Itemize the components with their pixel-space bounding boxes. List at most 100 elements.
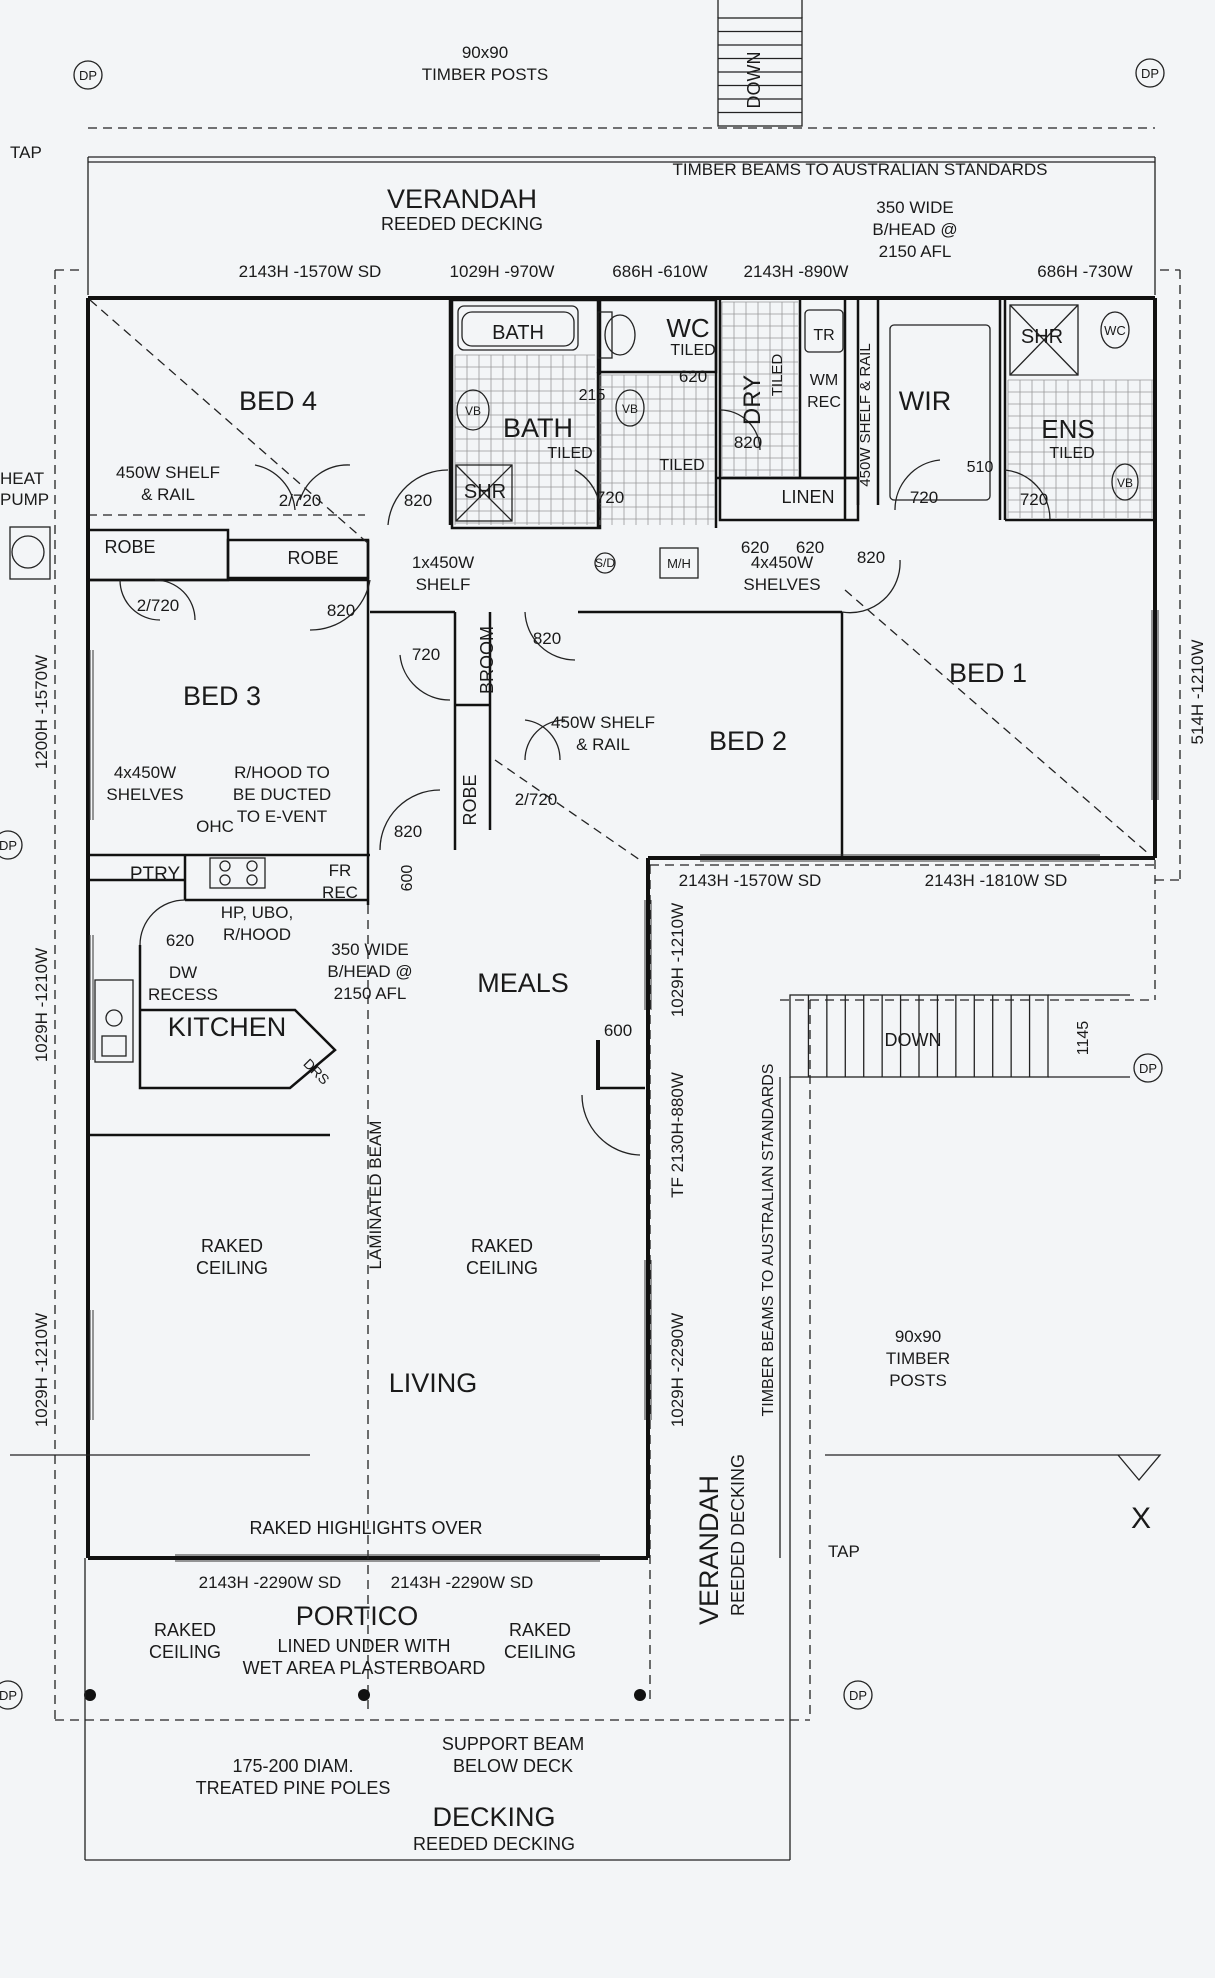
label-portico: PORTICO bbox=[296, 1601, 419, 1631]
note-support-2: BELOW DECK bbox=[453, 1756, 573, 1776]
door-swings bbox=[119, 409, 1051, 1156]
note-tiled-dry: TILED bbox=[769, 354, 786, 397]
dp-label: DP bbox=[79, 68, 97, 83]
dimensions: 2143H -1570W SD 1029H -970W 686H -610W 2… bbox=[32, 262, 1207, 1592]
dim-720: 720 bbox=[596, 488, 624, 507]
dim-w-bed3-side: 1200H -1570W bbox=[32, 655, 51, 769]
label-robe2: ROBE bbox=[287, 548, 338, 568]
label-bed3: BED 3 bbox=[183, 681, 261, 711]
bath-tub bbox=[457, 305, 579, 351]
note-bulkhead-top-2: B/HEAD @ bbox=[872, 220, 957, 239]
note-bulkhead-top-3: 2150 AFL bbox=[879, 242, 952, 261]
note-raked-4b: CEILING bbox=[504, 1642, 576, 1662]
dim-620: 620 bbox=[741, 538, 769, 557]
dp-marker bbox=[0, 830, 23, 860]
note-laminated-beam: LAMINATED BEAM bbox=[366, 1121, 385, 1270]
wir-shelf bbox=[889, 324, 991, 501]
external-walls bbox=[86, 296, 1157, 1560]
note-shelf-rail-bed4-2: & RAIL bbox=[141, 485, 195, 504]
note-raked-3b: CEILING bbox=[149, 1642, 221, 1662]
note-timber-beams-top: TIMBER BEAMS TO AUSTRALIAN STANDARDS bbox=[672, 160, 1047, 179]
note-wc-fixture: WC bbox=[1104, 323, 1126, 338]
note-rhood-3: TO E-VENT bbox=[237, 807, 327, 826]
toilet bbox=[604, 314, 636, 356]
note-timber-posts-top-2: TIMBER POSTS bbox=[422, 65, 549, 84]
note-down-top: DOWN bbox=[744, 52, 764, 109]
dim-510: 510 bbox=[967, 459, 994, 476]
note-wm-1: WM bbox=[810, 372, 838, 389]
label-broom: BROOM bbox=[477, 626, 497, 694]
fixtures bbox=[9, 304, 1162, 1861]
dim-720: 720 bbox=[910, 488, 938, 507]
note-mh: M/H bbox=[667, 556, 691, 571]
note-raked-1a: RAKED bbox=[201, 1236, 263, 1256]
notes: 90x90 TIMBER POSTS TIMBER BEAMS TO AUSTR… bbox=[0, 43, 1159, 1798]
dim-600: 600 bbox=[604, 1021, 632, 1040]
top-verandah bbox=[87, 0, 1156, 295]
dp-label: DP bbox=[1139, 1061, 1157, 1076]
note-posts-side-3: POSTS bbox=[889, 1371, 947, 1390]
dim-w-ens: 686H -730W bbox=[1037, 262, 1132, 281]
note-support-1: SUPPORT BEAM bbox=[442, 1734, 584, 1754]
label-bath: BATH bbox=[503, 413, 573, 443]
dim-w-living-side: 1029H -1210W bbox=[32, 1313, 51, 1427]
note-tiled-bath: TILED bbox=[547, 445, 592, 462]
dim-w-meals-door: TF 2130H-880W bbox=[668, 1072, 687, 1198]
dim-w-bed2-bottom: 2143H -1570W SD bbox=[679, 871, 822, 890]
label-decking-sub: REEDED DECKING bbox=[413, 1834, 575, 1854]
dim-w-kitchen-side: 1029H -1210W bbox=[32, 948, 51, 1062]
vanity-basin bbox=[456, 389, 490, 431]
note-shelf-rail-bed2-2: & RAIL bbox=[576, 735, 630, 754]
note-timber-posts-top-1: 90x90 bbox=[462, 43, 508, 62]
note-raked-3a: RAKED bbox=[154, 1620, 216, 1640]
dim-820: 820 bbox=[404, 491, 432, 510]
dim-2720: 2/720 bbox=[137, 596, 180, 615]
dim-820: 820 bbox=[734, 433, 762, 452]
label-dry: DRY bbox=[739, 375, 766, 425]
dim-2720: 2/720 bbox=[279, 491, 322, 510]
label-bed2: BED 2 bbox=[709, 726, 787, 756]
dp-marker bbox=[1135, 58, 1165, 88]
note-4x450k-1: 4x450W bbox=[114, 763, 176, 782]
label-decking: DECKING bbox=[432, 1802, 555, 1832]
dim-820: 820 bbox=[394, 822, 422, 841]
note-raked-highlights: RAKED HIGHLIGHTS OVER bbox=[249, 1518, 482, 1538]
label-wir: WIR bbox=[899, 386, 951, 416]
note-vb1: VB bbox=[465, 404, 481, 418]
dim-215: 215 bbox=[579, 387, 606, 404]
dim-w-bed1-bottom: 2143H -1810W SD bbox=[925, 871, 1068, 890]
note-fr-1: FR bbox=[329, 861, 352, 880]
note-raked-2a: RAKED bbox=[471, 1236, 533, 1256]
note-tiled-bath2: TILED bbox=[659, 457, 704, 474]
room-diagonals bbox=[89, 299, 1151, 861]
note-lined-2: WET AREA PLASTERBOARD bbox=[243, 1658, 486, 1678]
dim-720: 720 bbox=[1020, 490, 1048, 509]
note-bulkhead-top-1: 350 WIDE bbox=[876, 198, 953, 217]
dim-620: 620 bbox=[166, 931, 194, 950]
note-bh-kitchen-1: 350 WIDE bbox=[331, 940, 408, 959]
note-poles-1: 175-200 DIAM. bbox=[232, 1756, 353, 1776]
note-posts-side-2: TIMBER bbox=[886, 1349, 950, 1368]
dim-820: 820 bbox=[857, 548, 885, 567]
note-wm-2: REC bbox=[807, 394, 841, 411]
label-ens: ENS bbox=[1041, 414, 1094, 444]
dim-720: 720 bbox=[412, 645, 440, 664]
note-1x450-2: SHELF bbox=[416, 575, 471, 594]
note-tr: TR bbox=[813, 327, 834, 344]
shower-ens bbox=[1009, 304, 1079, 376]
dim-820: 820 bbox=[327, 601, 355, 620]
shower-bath bbox=[455, 464, 513, 522]
dashed-roof-outlines bbox=[54, 127, 1181, 1721]
note-raked-1b: CEILING bbox=[196, 1258, 268, 1278]
note-wir-shelf: 450W SHELF & RAIL bbox=[857, 343, 874, 486]
label-bath-fixture: BATH bbox=[492, 322, 544, 344]
label-meals: MEALS bbox=[477, 968, 569, 998]
note-tap-side: TAP bbox=[828, 1542, 860, 1561]
windows bbox=[89, 610, 1159, 1562]
note-raked-4a: RAKED bbox=[509, 1620, 571, 1640]
note-shelf-rail-bed2-1: 450W SHELF bbox=[551, 713, 655, 732]
label-living: LIVING bbox=[389, 1368, 478, 1398]
note-shelf-rail-bed4-1: 450W SHELF bbox=[116, 463, 220, 482]
note-vb3: VB bbox=[1117, 476, 1133, 490]
note-tap-top: TAP bbox=[10, 143, 42, 162]
